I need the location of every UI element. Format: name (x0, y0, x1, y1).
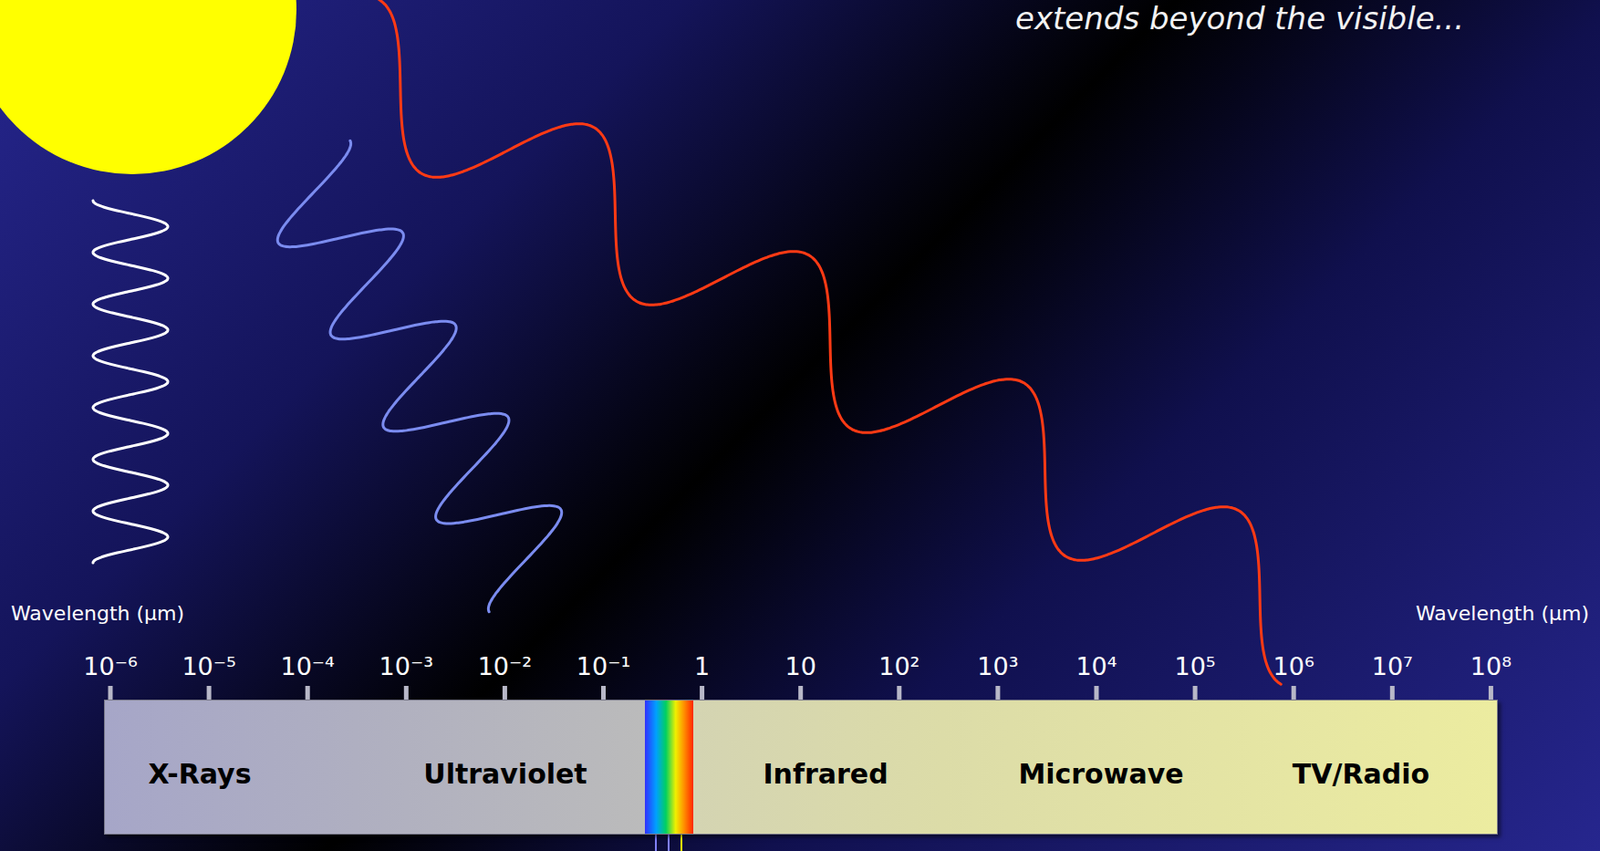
band-name: TV/Radio (1292, 758, 1430, 791)
tick-mark (108, 685, 114, 700)
tick-mark (502, 685, 508, 700)
tick-label: 10⁵ (1174, 652, 1216, 682)
tick-label: 10⁻³ (379, 652, 434, 682)
tick-mark (305, 685, 311, 700)
tick-marks (108, 685, 1494, 700)
tick-mark (207, 685, 212, 700)
tick-mark (1488, 685, 1494, 700)
wave-group (93, 0, 1281, 685)
tick-mark (1291, 685, 1297, 700)
band-name: Infrared (762, 758, 888, 791)
tick-label: 10⁷ (1371, 652, 1413, 682)
tick-label: 10⁸ (1470, 652, 1512, 682)
tick-label: 10³ (976, 652, 1019, 682)
tick-mark (896, 685, 902, 700)
slide-title: extends beyond the visible... (1015, 0, 1465, 38)
visible-marker (654, 833, 657, 851)
tick-label: 10⁶ (1273, 652, 1315, 682)
tick-mark (601, 685, 606, 700)
tick-label: 10⁴ (1075, 652, 1117, 682)
band-name: X-Rays (148, 758, 252, 791)
tick-label: 10⁻¹ (576, 652, 631, 682)
sun-disc (0, 0, 297, 175)
tick-label: 10² (878, 652, 920, 682)
tick-label: 10 (785, 652, 817, 682)
tick-label: 10⁻⁴ (280, 652, 334, 682)
wave-line (379, 0, 1281, 685)
axis-label: Wavelength (μm) (1415, 602, 1590, 626)
axis-label: Wavelength (μm) (10, 602, 185, 626)
spectrum-bar: X-Rays Ultraviolet Infrared Microwave TV/Rad… (103, 699, 1498, 835)
visible-marker (680, 833, 683, 851)
tick-mark (404, 685, 409, 700)
tick-mark (1390, 685, 1395, 700)
band-name: Ultraviolet (423, 758, 587, 791)
tick-mark (1193, 685, 1198, 700)
tick-mark (1094, 685, 1100, 700)
tick-mark (699, 685, 705, 700)
tick-label: 10⁻⁵ (181, 652, 236, 682)
tick-mark (798, 685, 803, 700)
tick-label: 10⁻² (477, 652, 532, 682)
wave-line (93, 200, 168, 563)
band-name: Microwave (1018, 758, 1184, 791)
tick-label: 10⁻⁶ (83, 652, 137, 682)
tick-mark (995, 685, 1000, 700)
wave-line (277, 140, 562, 613)
visible-marker (667, 833, 670, 851)
tick-label: 1 (694, 652, 710, 682)
